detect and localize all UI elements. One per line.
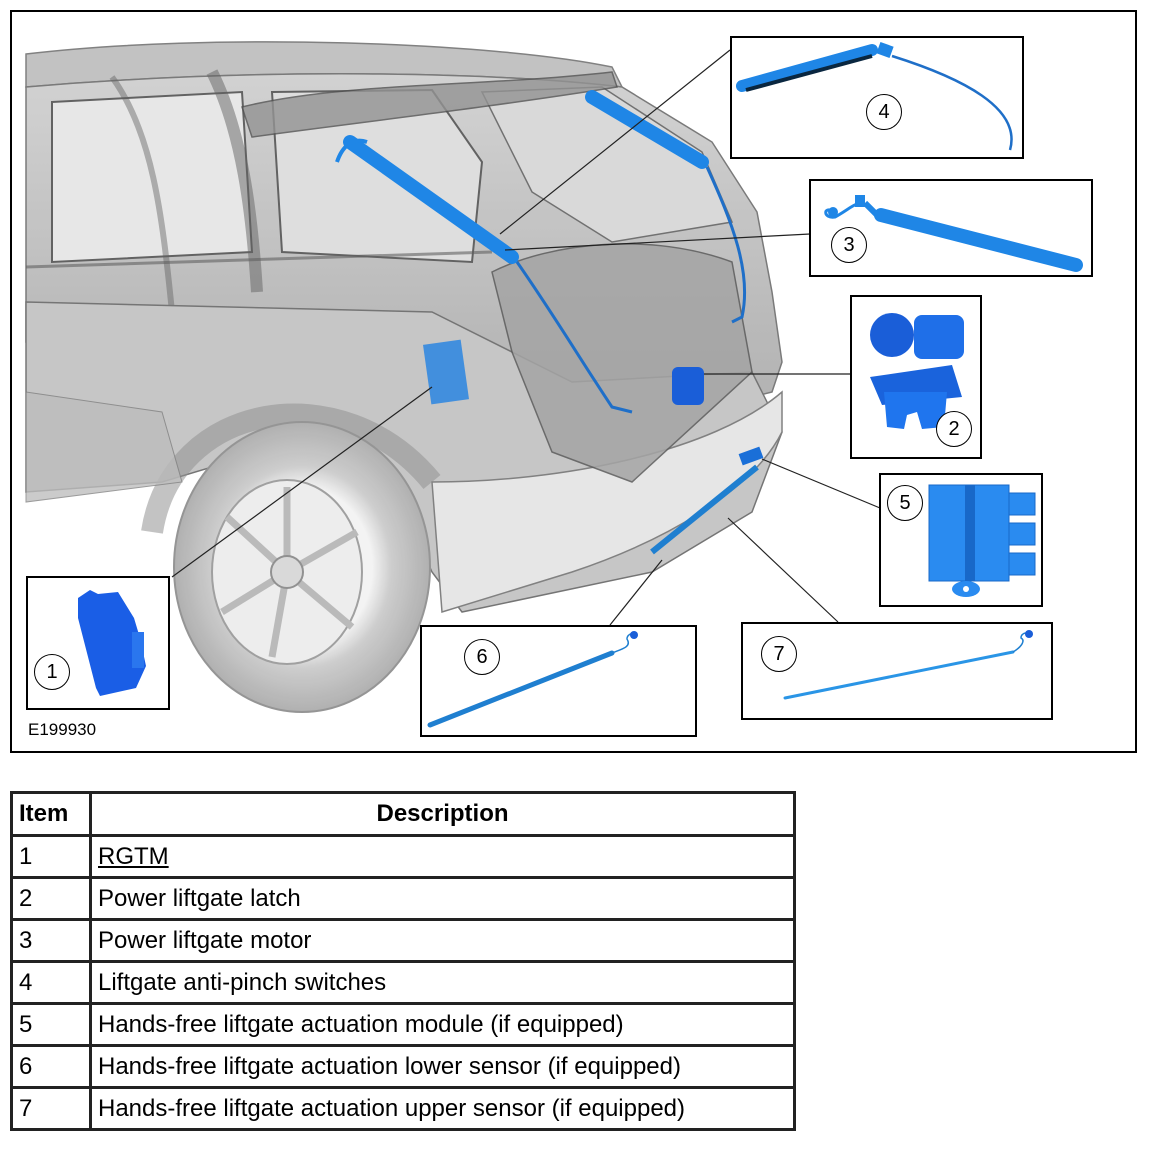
actuation-module-icon	[928, 484, 1036, 597]
vehicle-body	[25, 41, 783, 713]
item-description: Hands-free liftgate actuation lower sens…	[89, 1044, 796, 1089]
table-row: 7 Hands-free liftgate actuation upper se…	[10, 1086, 796, 1131]
table-row: 6 Hands-free liftgate actuation lower se…	[10, 1044, 796, 1089]
leader-line-5	[761, 458, 881, 509]
leader-line-4	[499, 49, 731, 235]
callout-number-7: 7	[761, 636, 797, 672]
item-number: 4	[10, 960, 92, 1005]
table-row: 3 Power liftgate motor	[10, 918, 796, 963]
table-row: 2 Power liftgate latch	[10, 876, 796, 921]
callout-number-4: 4	[866, 94, 902, 130]
callout-number-6: 6	[464, 639, 500, 675]
installed-rgtm	[423, 339, 469, 405]
callout-7: 7	[741, 622, 1053, 720]
column-header-description: Description	[89, 791, 796, 837]
leader-lines	[171, 49, 881, 626]
callout-number-5: 5	[887, 485, 923, 521]
callout-number-3: 3	[831, 227, 867, 263]
callout-4: 4	[730, 36, 1024, 159]
item-description: Hands-free liftgate actuation module (if…	[89, 1002, 796, 1047]
item-number: 3	[10, 918, 92, 963]
item-description: Power liftgate latch	[89, 876, 796, 921]
installed-actuation-module	[738, 446, 764, 466]
callout-6: 6	[420, 625, 697, 737]
upper-sensor-icon	[783, 630, 1033, 700]
table-row: 4 Liftgate anti-pinch switches	[10, 960, 796, 1005]
callout-1: 1	[26, 576, 170, 710]
column-header-item: Item	[10, 791, 92, 837]
table-row: 1 RGTM	[10, 834, 796, 879]
leader-line-1	[171, 386, 433, 578]
leader-line-7	[727, 517, 839, 623]
installed-anti-pinch-switch	[585, 90, 709, 169]
item-number: 1	[10, 834, 92, 879]
installed-parts	[335, 90, 764, 555]
callout-5: 5	[879, 473, 1043, 607]
table-header-row: Item Description	[10, 791, 796, 837]
anti-pinch-switch-icon	[736, 41, 1013, 151]
rgtm-module-icon	[78, 590, 146, 696]
leader-line-3	[504, 233, 811, 251]
figure-id-label: E199930	[28, 720, 97, 739]
table-row: 5 Hands-free liftgate actuation module (…	[10, 1002, 796, 1047]
rgtm-link[interactable]: RGTM	[98, 842, 169, 870]
item-description: Liftgate anti-pinch switches	[89, 960, 796, 1005]
component-location-figure: 4 3 2 5	[10, 10, 1137, 753]
installed-liftgate-latch	[672, 367, 704, 405]
liftgate-latch-icon	[870, 313, 964, 429]
liftgate-motor-icon	[824, 195, 1083, 272]
vehicle-illustration	[25, 41, 881, 713]
installed-liftgate-motor	[343, 135, 519, 264]
item-number: 2	[10, 876, 92, 921]
item-description: Hands-free liftgate actuation upper sens…	[89, 1086, 796, 1131]
item-number: 5	[10, 1002, 92, 1047]
installed-sensors	[650, 464, 759, 555]
callout-3: 3	[809, 179, 1093, 277]
item-description: RGTM	[89, 834, 796, 879]
item-number: 7	[10, 1086, 92, 1131]
parts-legend-table: Item Description 1 RGTM 2 Power liftgate…	[10, 791, 796, 1131]
item-number: 6	[10, 1044, 92, 1089]
callout-2: 2	[850, 295, 982, 459]
leader-line-6	[609, 559, 663, 626]
item-description: Power liftgate motor	[89, 918, 796, 963]
callout-number-2: 2	[936, 411, 972, 447]
lower-sensor-icon	[427, 631, 638, 728]
callout-number-1: 1	[34, 654, 70, 690]
